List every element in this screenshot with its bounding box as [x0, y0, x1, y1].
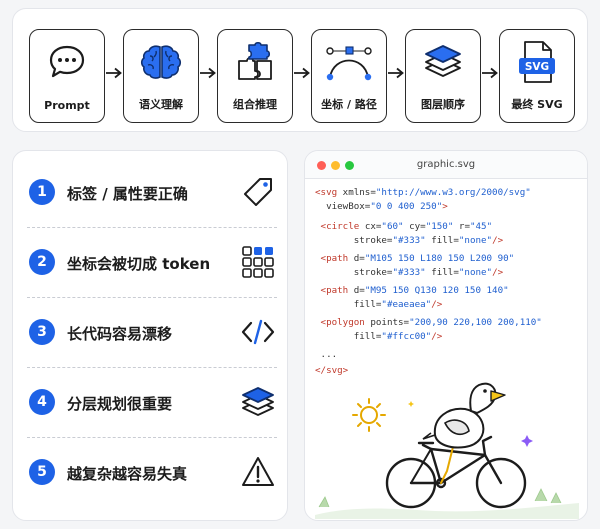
tip-item: 3 长代码容易漂移: [27, 303, 277, 361]
divider: [27, 437, 277, 438]
arrow-right-icon: [388, 67, 404, 79]
warning-icon: [239, 453, 277, 491]
step-prompt: Prompt: [29, 29, 105, 123]
step-label: 坐标 / 路径: [321, 98, 377, 111]
tip-number-badge: 5: [29, 459, 55, 485]
code-line: ...: [320, 349, 338, 360]
bird-icon: [422, 382, 506, 449]
tip-item: 4 分层规划很重要: [27, 373, 277, 431]
sparkle-icon: [521, 435, 533, 447]
code-line: <circle cx="60" cy="150" r="45": [320, 221, 493, 232]
code-line: stroke="#333" fill="none"/>: [342, 267, 504, 278]
brain-icon: [124, 38, 198, 86]
step-semantic: 语义理解: [123, 29, 199, 123]
divider: [27, 227, 277, 228]
code-window: graphic.svg <svg xmlns="http://www.w3.or…: [304, 150, 588, 521]
code-line: </svg>: [315, 365, 349, 376]
tips-panel: 1 标签 / 属性要正确 2 坐标会被切成 token: [12, 150, 288, 521]
step-final-svg: SVG 最终 SVG: [499, 29, 575, 123]
code-brackets-icon: [239, 313, 277, 351]
code-line: <path d="M95 150 Q130 120 150 140": [320, 285, 509, 296]
bicycle-icon: [385, 435, 527, 509]
layers-icon: [239, 383, 277, 421]
code-line: <polygon points="200,90 220,100 200,110": [320, 317, 542, 328]
code-line: viewBox="0 0 400 250">: [315, 201, 448, 212]
tip-text: 标签 / 属性要正确: [67, 185, 188, 203]
tip-number-badge: 2: [29, 249, 55, 275]
step-label: 组合推理: [233, 98, 277, 111]
tip-text: 越复杂越容易失真: [67, 465, 188, 483]
arrow-right-icon: [482, 67, 498, 79]
code-line: stroke="#333" fill="none"/>: [342, 235, 504, 246]
step-label: Prompt: [44, 99, 90, 112]
svg-badge-text: SVG: [525, 61, 549, 73]
step-coordinates: 坐标 / 路径: [311, 29, 387, 123]
puzzle-icon: [218, 38, 292, 86]
tip-text: 长代码容易漂移: [67, 325, 173, 343]
tip-item: 2 坐标会被切成 token: [27, 233, 277, 291]
svg-file-icon: SVG: [500, 38, 574, 86]
tip-text: 分层规划很重要: [67, 395, 173, 413]
tip-number-badge: 3: [29, 319, 55, 345]
pipeline-panel: Prompt 语义理解 组合推理: [12, 8, 588, 132]
grid-tokens-icon: [239, 243, 277, 281]
bezier-path-icon: [312, 38, 386, 86]
arrow-right-icon: [200, 67, 216, 79]
close-dot[interactable]: [317, 161, 326, 170]
arrow-right-icon: [106, 67, 122, 79]
divider: [27, 367, 277, 368]
tip-item: 1 标签 / 属性要正确: [27, 163, 277, 221]
step-label: 最终 SVG: [511, 98, 563, 111]
divider: [27, 297, 277, 298]
minimize-dot[interactable]: [331, 161, 340, 170]
step-label: 图层顺序: [421, 98, 465, 111]
window-titlebar: graphic.svg: [305, 151, 587, 179]
code-line: <path d="M105 150 L180 150 L200 90": [320, 253, 515, 264]
code-line: fill="#ffcc00"/>: [342, 331, 443, 342]
layers-icon: [406, 38, 480, 86]
tip-number-badge: 1: [29, 179, 55, 205]
tip-number-badge: 4: [29, 389, 55, 415]
step-layers: 图层顺序: [405, 29, 481, 123]
window-title: graphic.svg: [416, 159, 476, 170]
sun-icon: [352, 398, 386, 432]
tip-item: 5 越复杂越容易失真: [27, 443, 277, 501]
step-label: 语义理解: [139, 98, 183, 111]
chat-bubble-icon: [30, 38, 104, 86]
maximize-dot[interactable]: [345, 161, 354, 170]
step-reasoning: 组合推理: [217, 29, 293, 123]
tip-text: 坐标会被切成 token: [67, 255, 211, 273]
code-line: <svg xmlns="http://www.w3.org/2000/svg": [315, 187, 531, 198]
code-line: fill="#eaeaea"/>: [342, 299, 443, 310]
tag-icon: [239, 173, 277, 211]
bird-bicycle-illustration: [315, 382, 579, 519]
arrow-right-icon: [294, 67, 310, 79]
